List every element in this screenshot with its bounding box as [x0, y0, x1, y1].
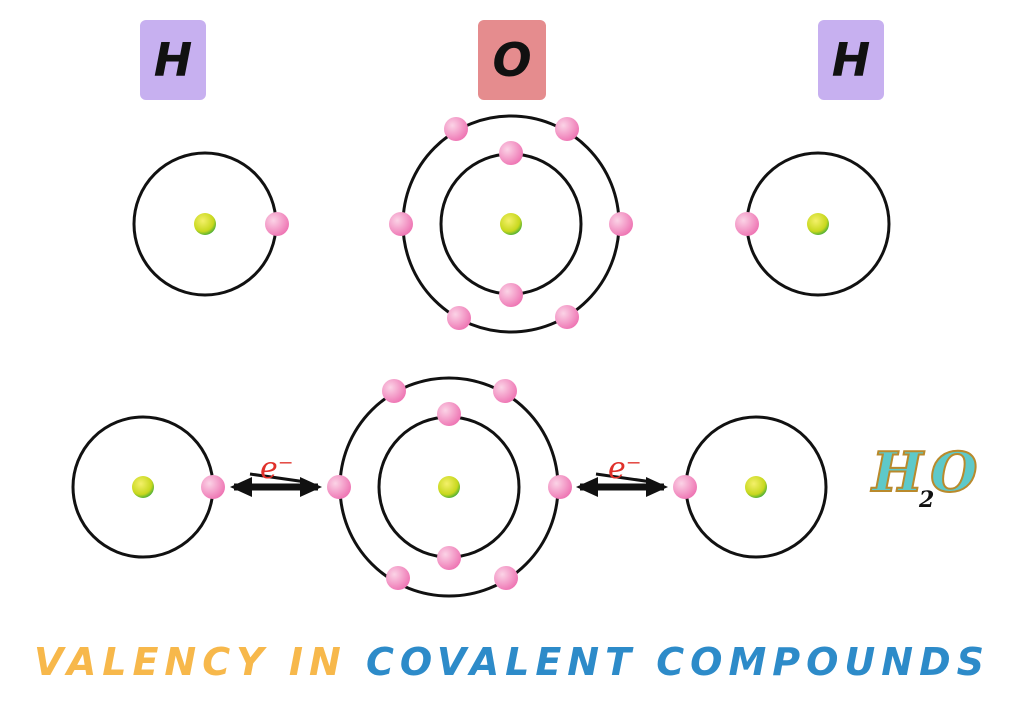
title-part-covalent: COVALENT COMPOUNDS [366, 640, 990, 684]
nucleus [194, 213, 216, 235]
hydrogen-label-right: H [818, 20, 884, 100]
electron [735, 212, 759, 236]
hydrogen-symbol-left: H [153, 33, 193, 87]
title-part-valency: VALENCY IN [34, 640, 347, 684]
nucleus [500, 213, 522, 235]
electron [437, 546, 461, 570]
oxygen-atom-top [389, 114, 633, 334]
electron [444, 117, 468, 141]
electron [447, 306, 471, 330]
hydrogen-symbol-right: H [831, 33, 871, 87]
bond-arrow-left [230, 472, 322, 497]
oxygen-label: O [478, 20, 546, 100]
electron [499, 283, 523, 307]
formula-subscript: 2 [919, 487, 934, 513]
electron [555, 305, 579, 329]
page-title: VALENCY IN COVALENT COMPOUNDS [0, 640, 1024, 684]
hydrogen-atom-top-right [735, 151, 891, 297]
electron [437, 402, 461, 426]
oxygen-atom-bottom [327, 376, 572, 598]
nucleus [438, 476, 460, 498]
electron [673, 475, 697, 499]
electron-symbol-left: e⁻ [260, 451, 294, 486]
electron-symbol-right: e⁻ [608, 451, 642, 486]
electron [494, 566, 518, 590]
water-formula: H2O [871, 439, 978, 520]
nucleus [132, 476, 154, 498]
hydrogen-atom-top-left [132, 151, 289, 297]
formula-hydrogen: H [871, 439, 924, 505]
electron [609, 212, 633, 236]
electron [493, 379, 517, 403]
electron [499, 141, 523, 165]
hydrogen-atom-bottom-left [71, 415, 225, 559]
electron [386, 566, 410, 590]
electron [548, 475, 572, 499]
formula-oxygen: O [929, 439, 978, 505]
electron [389, 212, 413, 236]
electron [265, 212, 289, 236]
nucleus [807, 213, 829, 235]
nucleus [745, 476, 767, 498]
electron [201, 475, 225, 499]
electron [555, 117, 579, 141]
hydrogen-label-left: H [140, 20, 206, 100]
electron [327, 475, 351, 499]
bond-arrow-right [576, 472, 668, 497]
hydrogen-atom-bottom-right [673, 415, 828, 559]
electron [382, 379, 406, 403]
oxygen-symbol: O [492, 33, 532, 87]
